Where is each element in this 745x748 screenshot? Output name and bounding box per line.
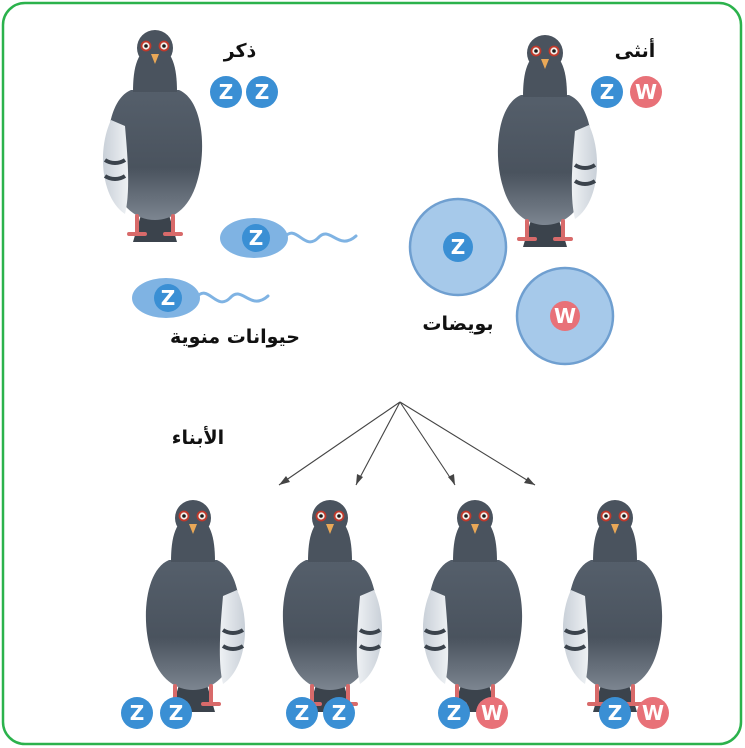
arrowhead-2 [356, 474, 363, 485]
arrowhead-1 [279, 476, 290, 485]
male-pigeon [100, 28, 205, 244]
male-chromosomes: Z Z [210, 76, 278, 108]
offspring-4-chromosomes: Z W [599, 697, 669, 729]
offspring-pigeon-3 [420, 498, 525, 714]
male-chromosome-2-letter: Z [255, 80, 270, 104]
offspring-label: الأبناء [172, 426, 224, 449]
female-label: أنثى [615, 38, 656, 62]
offspring-pigeon-4 [560, 498, 665, 714]
offspring-pigeon-2 [280, 498, 385, 714]
offspring-4-chromosome-2: W [642, 701, 664, 725]
offspring-2-chromosomes: Z Z [286, 697, 355, 729]
offspring-1-chromosome-1: Z [130, 701, 145, 725]
arrow-offspring-3 [399, 401, 456, 486]
offspring-3-chromosome-2: W [481, 701, 503, 725]
sperm-1-chromosome: Z [249, 226, 264, 250]
sperm-label: حيوانات منوية [170, 326, 300, 348]
sperm-2-chromosome: Z [161, 286, 176, 310]
male-chromosome-2 [246, 76, 278, 108]
offspring-pigeon-1 [143, 498, 248, 714]
sperm-cell-2: Z [132, 278, 270, 318]
arrowhead-3 [448, 474, 455, 485]
male-chromosome-1 [210, 76, 242, 108]
egg-2-chromosome: W [554, 304, 576, 328]
offspring-2-chromosome-2: Z [332, 701, 347, 725]
female-pigeon [495, 33, 600, 249]
egg-1-chromosome: Z [451, 235, 466, 259]
arrowhead-4 [524, 477, 535, 485]
female-chromosomes: Z W [591, 76, 662, 108]
egg-cell-1: Z [408, 197, 508, 297]
male-chromosome-1-letter: Z [219, 80, 234, 104]
female-chromosome-1 [591, 76, 623, 108]
female-chromosome-1-letter: Z [600, 80, 615, 104]
offspring-3-chromosomes: Z W [438, 697, 508, 729]
egg-cell-2: W [515, 266, 615, 366]
arrow-offspring-1 [278, 401, 401, 486]
eggs-label: بويضات [422, 313, 493, 335]
arrow-offspring-2 [355, 401, 401, 486]
arrow-offspring-4 [399, 401, 536, 486]
offspring-4-chromosome-1: Z [608, 701, 623, 725]
female-chromosome-2 [630, 76, 662, 108]
inheritance-arrows [278, 401, 536, 486]
offspring-1-chromosomes: Z Z [121, 697, 192, 729]
sperm-cell-1: Z [220, 218, 358, 258]
female-chromosome-2-letter: W [635, 80, 657, 104]
offspring-2-chromosome-1: Z [295, 701, 310, 725]
offspring-1-chromosome-2: Z [169, 701, 184, 725]
offspring-3-chromosome-1: Z [447, 701, 462, 725]
male-label: ذكر [223, 40, 257, 62]
